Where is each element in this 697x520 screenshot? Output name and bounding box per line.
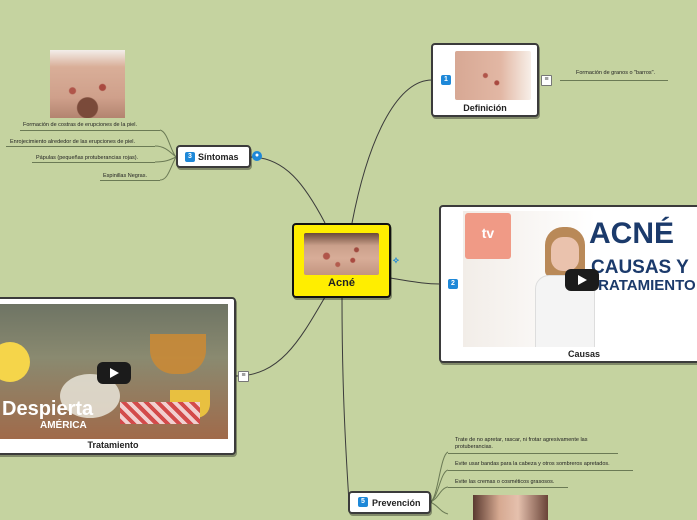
topic-causas[interactable]: tv ACNÉ CAUSAS Y TRATAMIENTO Causas — [439, 205, 697, 363]
prevencion-item: Trate de no apretar, rascar, ni frotar a… — [455, 437, 620, 451]
tratamiento-title: Tratamiento — [0, 440, 234, 450]
definicion-title: Definición — [433, 103, 537, 113]
brand-despierta: Despierta — [2, 398, 93, 421]
sintomas-item-underline — [6, 146, 155, 147]
causas-video-thumbnail[interactable]: tv ACNÉ CAUSAS Y TRATAMIENTO — [463, 211, 697, 347]
tratamiento-video-thumbnail[interactable]: Despierta AMÉRICA — [0, 304, 228, 439]
prevencion-image — [473, 495, 548, 520]
sintomas-image — [50, 50, 125, 118]
video-heading-1: ACNÉ — [589, 217, 674, 251]
sintomas-item: Pápulas (pequeñas protuberancias rojas). — [36, 155, 138, 161]
prevencion-number-badge: 5 — [358, 497, 368, 507]
acne-face-image — [304, 233, 379, 275]
definicion-note-underline — [560, 80, 668, 81]
causas-play-button[interactable] — [565, 269, 599, 291]
causas-title: Causas — [441, 349, 697, 359]
brand-america: AMÉRICA — [40, 420, 87, 431]
sintomas-item-underline — [20, 130, 160, 131]
central-title: Acné — [294, 277, 389, 289]
topic-tratamiento[interactable]: Despierta AMÉRICA Tratamiento — [0, 297, 236, 455]
globe-link-icon[interactable]: ● — [252, 151, 262, 161]
prevencion-item: Evite usar bandas para la cabeza y otros… — [455, 461, 610, 467]
sintomas-item: Formación de costras de erupciones de la… — [23, 122, 137, 128]
definicion-image — [455, 51, 531, 100]
prevencion-item: Evite las cremas o cosméticos grasosos. — [455, 479, 554, 485]
sintomas-item-underline — [32, 162, 155, 163]
tv-logo: tv — [465, 213, 511, 259]
definicion-note: Formación de granos o "barros". — [576, 70, 655, 76]
prevencion-item-underline — [448, 470, 633, 471]
central-topic-acne[interactable]: Acné — [292, 223, 391, 298]
sintomas-item: Enrojecimiento alrededor de las erupcion… — [10, 139, 135, 145]
tratamiento-play-button[interactable] — [97, 362, 131, 384]
prevencion-item-underline — [448, 487, 568, 488]
sintomas-item-underline — [100, 180, 160, 181]
video-heading-2: CAUSAS Y — [591, 257, 689, 279]
sintomas-number-badge: 3 — [185, 152, 195, 162]
sintomas-item: Espinillas Negras. — [103, 173, 147, 179]
video-heading-3: TRATAMIENTO — [589, 277, 696, 294]
causas-number-badge: 2 — [448, 279, 458, 289]
tratamiento-notes-icon[interactable]: ≡ — [238, 371, 249, 382]
prevencion-item-underline — [448, 453, 618, 454]
definicion-notes-icon[interactable]: ≡ — [541, 75, 552, 86]
related-topic-icon[interactable]: ⟡ — [393, 255, 403, 265]
definicion-number-badge: 1 — [441, 75, 451, 85]
prevencion-title: Prevención — [372, 498, 421, 508]
sintomas-title: Síntomas — [198, 152, 239, 162]
